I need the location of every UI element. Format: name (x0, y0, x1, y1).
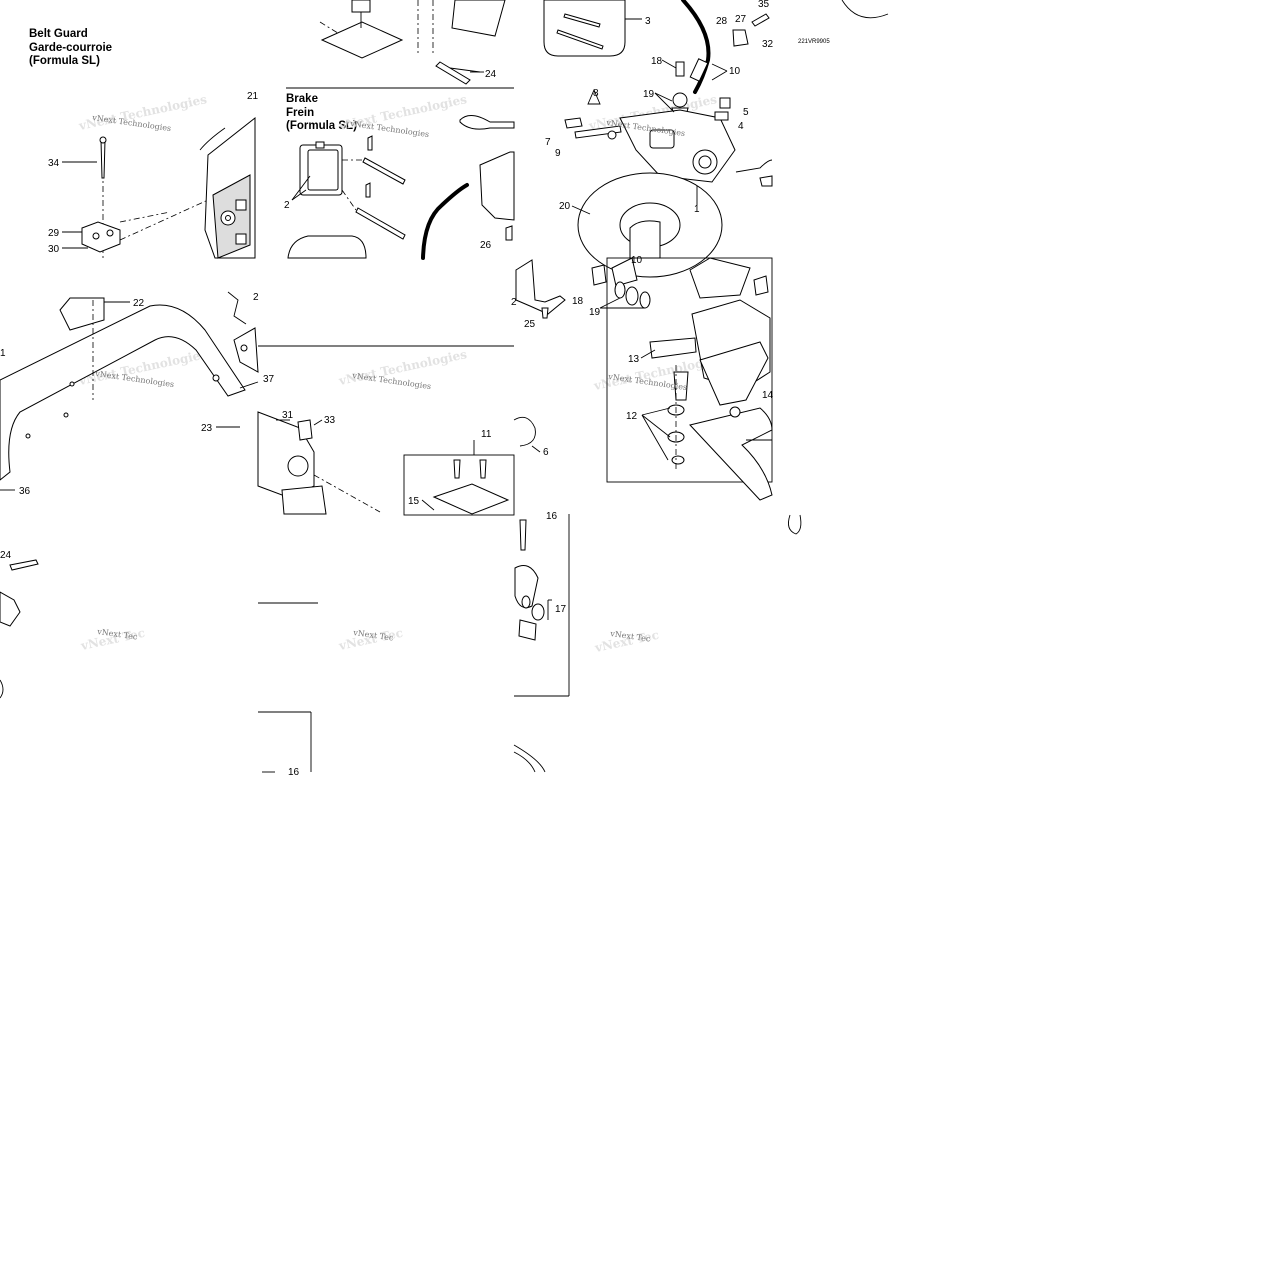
callout-34: 34 (48, 158, 60, 169)
belt-guard-title: Belt Guard Garde-courroie (Formula SL) (29, 28, 112, 69)
pin-kit-box (543, 0, 626, 57)
callout-35: 35 (758, 0, 770, 10)
decal-part (59, 297, 105, 331)
brake-title-en: Brake (286, 93, 318, 105)
callout-15: 15 (408, 496, 420, 507)
brake-title-model: (Formula SL) (286, 120, 357, 132)
cover-part (479, 151, 515, 221)
callout-36: 36 (19, 486, 31, 497)
callout-10: 10 (729, 66, 741, 77)
callout-24: 24 (485, 69, 497, 80)
banjo-bolt (591, 264, 607, 286)
brake-switch (515, 259, 566, 315)
callout-6: 6 (543, 447, 549, 458)
reservoir-cap (689, 257, 751, 299)
bracket-part (81, 221, 121, 253)
belt-guard-upper-tile (62, 116, 256, 259)
brake-lever (689, 407, 773, 501)
inset-panel (287, 235, 367, 259)
callout-25: 25 (524, 319, 536, 330)
callout-12: 12 (626, 411, 638, 422)
callout-37: 37 (263, 374, 275, 385)
callout-11: 11 (481, 429, 492, 440)
callout-18: 18 (651, 56, 663, 67)
brake-pads-tile (286, 0, 515, 260)
belt-guard-cover (0, 304, 246, 481)
callout-2: 2 (284, 200, 290, 211)
hose-end (611, 257, 638, 287)
callout-33: 33 (324, 415, 336, 426)
callout-20: 20 (559, 201, 571, 212)
brake-title: Brake Frein (Formula SL) (286, 93, 357, 134)
caliper-body (619, 109, 736, 183)
fastener-part (9, 559, 39, 571)
callout-30: 30 (48, 244, 60, 255)
callout-19: 19 (643, 89, 655, 100)
screw-part (519, 519, 527, 551)
callout-31: 31 (282, 410, 294, 421)
callout-16-lower: 16 (288, 767, 300, 778)
belt-guard-title-model: (Formula SL) (29, 55, 100, 67)
callout-1: 1 (694, 204, 700, 215)
callout-29: 29 (48, 228, 60, 239)
callout-2-left: 2 (253, 292, 259, 303)
caliper-top (451, 0, 506, 37)
callout-9: 9 (555, 148, 561, 159)
callout-5: 5 (743, 107, 749, 118)
brake-title-fr: Frein (286, 106, 315, 119)
push-rod (649, 337, 697, 359)
pin-part (362, 157, 406, 185)
callout-17: 17 (555, 604, 567, 615)
brake-callouts: 24 2 26 3 35 27 28 32 18 10 8 19 5 4 7 9… (284, 0, 830, 251)
callout-14: 14 (762, 390, 774, 401)
master-cylinder-callouts: 10 2 25 18 19 13 14 12 11 6 15 16 17 16 (288, 255, 774, 778)
callout-16: 16 (546, 511, 558, 522)
callout-19-mc: 19 (589, 307, 601, 318)
plate-part (320, 21, 404, 59)
brake-caliper-tile (543, 0, 889, 278)
callout-10-mc: 10 (631, 255, 643, 266)
callout-32: 32 (762, 39, 774, 50)
callout-7: 7 (545, 137, 551, 148)
lever-detail-tile (513, 514, 802, 773)
belt-guard-lower-tile (0, 291, 259, 699)
master-cylinder-tile (515, 257, 773, 501)
reservoir-cover (432, 483, 510, 515)
pin-part (355, 207, 406, 240)
rivet-head (99, 136, 107, 144)
rivet-part (100, 139, 106, 179)
callout-21: 21 (247, 91, 259, 102)
lever-pivot (514, 565, 539, 609)
callout-24-lower: 24 (0, 550, 12, 561)
guard-bracket-tile (216, 345, 541, 516)
belt-guard-callouts: 21 34 29 30 22 2 1 37 23 31 33 36 24 (0, 91, 336, 561)
belt-guard-title-fr: Garde-courroie (29, 41, 113, 54)
callout-26: 26 (480, 240, 492, 251)
callout-4: 4 (738, 121, 744, 132)
bleeder-part (732, 29, 749, 47)
tie-wrap (459, 115, 515, 130)
callout-2-mc: 2 (511, 297, 517, 308)
callout-27: 27 (735, 14, 747, 25)
callout-8: 8 (593, 88, 599, 99)
belt-guard-title-en: Belt Guard (29, 28, 88, 40)
callout-1-left: 1 (0, 348, 6, 359)
callout-28: 28 (716, 16, 728, 27)
callout-23: 23 (201, 423, 213, 434)
callout-18-mc: 18 (572, 296, 584, 307)
callout-3: 3 (645, 16, 651, 27)
callout-13: 13 (628, 354, 640, 365)
callout-22: 22 (133, 298, 145, 309)
drawing-code: 221VR9905 (798, 39, 830, 45)
banjo-fitting (672, 92, 688, 108)
lower-middle-tile (258, 602, 318, 773)
